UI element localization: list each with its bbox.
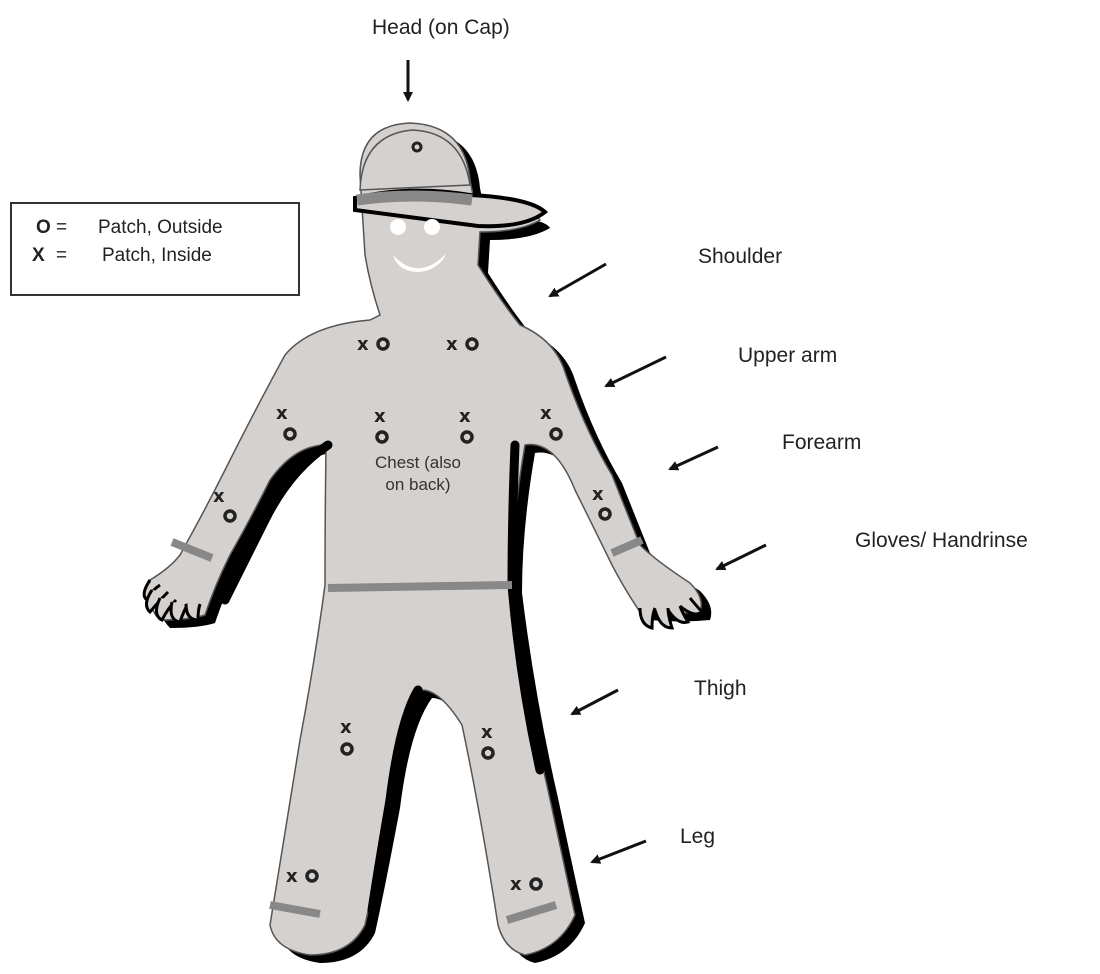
svg-text:x: x [340,717,352,738]
outside-text: Patch, Outside [98,218,223,237]
legend-box: O = Patch, Outside X = Patch, Inside [10,202,300,296]
waist-band [328,585,512,588]
forearm-label: Forearm [782,432,861,453]
svg-text:x: x [374,406,386,427]
leg-label: Leg [680,826,715,847]
svg-text:x: x [357,334,369,355]
shoulder-arrow [550,264,606,296]
gloves-arrow [717,545,766,569]
chest-label-line2: on back) [353,474,483,496]
inside-symbol: X [32,246,45,265]
thigh-label: Thigh [694,678,747,699]
head-label: Head (on Cap) [372,17,510,38]
outside-equals: = [56,218,67,237]
svg-text:x: x [592,484,604,505]
svg-text:x: x [213,486,225,507]
gloves-label: Gloves/ Handrinse [855,530,1028,551]
thigh-arrow [572,690,618,714]
svg-text:x: x [459,406,471,427]
outside-symbol: O [36,218,51,237]
left-eye [390,219,406,235]
forearm-arrow [670,447,718,469]
chest-label-line1: Chest (also [353,452,483,474]
shoulder-label: Shoulder [698,246,782,267]
inside-text: Patch, Inside [102,246,212,265]
svg-text:x: x [540,403,552,424]
svg-text:x: x [286,866,298,887]
cap [355,130,545,226]
right-eye [424,219,440,235]
chest-label: Chest (also on back) [353,452,483,496]
inside-equals: = [56,246,67,265]
svg-text:x: x [481,722,493,743]
svg-text:x: x [510,874,522,895]
upper-arm-label: Upper arm [738,345,837,366]
svg-text:x: x [446,334,458,355]
upper-arm-arrow [606,357,666,386]
leg-arrow [592,841,646,862]
svg-text:x: x [276,403,288,424]
